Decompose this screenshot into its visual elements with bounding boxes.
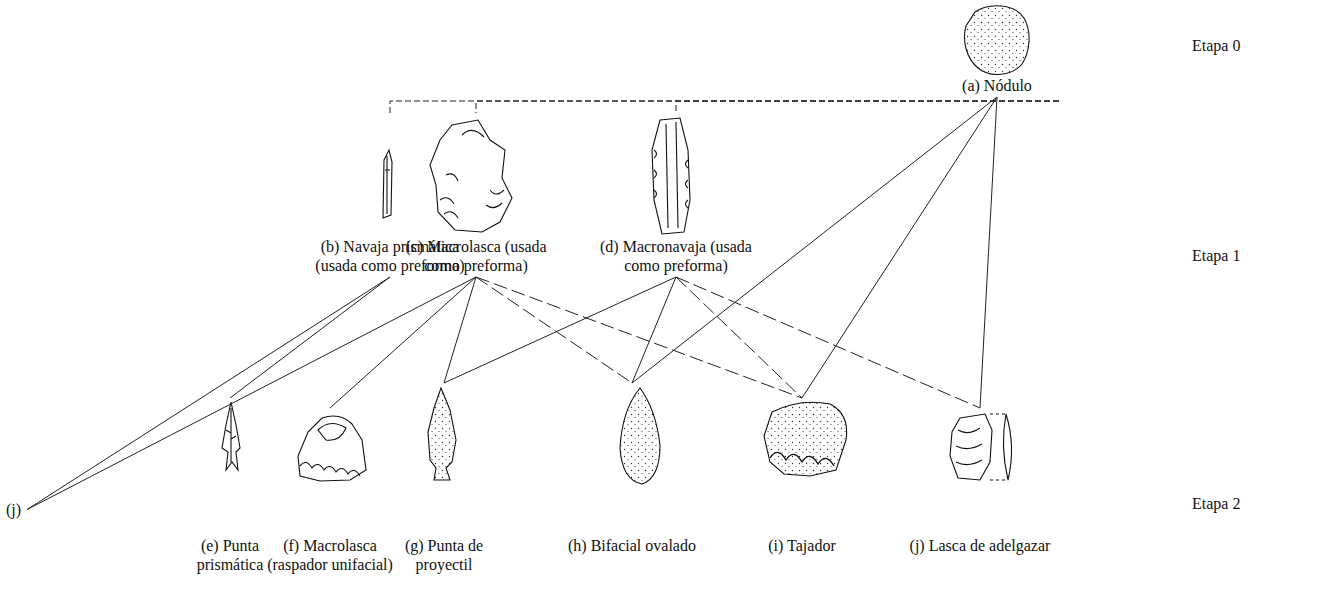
chopper: (i) Tajador [747, 400, 857, 555]
artifact-caption: (g) Punta de proyectil [394, 536, 494, 574]
artifact-caption: (a) Nódulo [937, 76, 1057, 95]
artifact-caption: (j) Lasca de adelgazar [885, 536, 1075, 555]
unifacial-scraper: (f) Macrolasca (raspador unifacial) [255, 410, 405, 574]
branch-line [27, 277, 390, 510]
projectile-point-drawing [428, 388, 456, 480]
branch-line [476, 277, 632, 383]
branch-line [676, 277, 980, 408]
artifact-caption: (j) [6, 500, 21, 519]
artifact-caption: (e) Punta prismática [185, 536, 275, 574]
prismatic-blade-drawing [383, 150, 392, 218]
macroflake-drawing [430, 120, 512, 232]
artifact-caption: (c) Macrolasca (usada como preforma) [391, 237, 561, 275]
prismatic-point: (e) Punta prismática [185, 400, 275, 574]
oval-biface: (h) Bifacial ovalado [542, 385, 722, 555]
nodule-drawing [965, 6, 1030, 75]
artifact-caption: (d) Macronavaja (usada como preforma) [586, 237, 766, 275]
macroblade-drawing [652, 118, 690, 234]
branch-line [802, 97, 997, 398]
stage-2-ref: (j) [6, 500, 21, 519]
branch-line [676, 101, 1059, 113]
branch-line [330, 277, 476, 408]
artifact-caption: (h) Bifacial ovalado [542, 536, 722, 555]
nodule: (a) Nódulo [937, 4, 1057, 95]
scraper-drawing [298, 416, 366, 481]
stage-label: Etapa 1 [1192, 246, 1240, 265]
branch-line [390, 101, 1059, 113]
branch-line [676, 277, 802, 398]
stage-label: Etapa 2 [1192, 494, 1240, 513]
projectile-point: (g) Punta de proyectil [394, 385, 494, 574]
artifact-caption: (i) Tajador [747, 536, 857, 555]
macroblade-preform: (d) Macronavaja (usada como preforma) [586, 115, 766, 275]
branch-line [27, 277, 476, 510]
branch-line [980, 97, 997, 408]
oval-biface-drawing [620, 388, 660, 484]
branch-line [230, 277, 390, 398]
thinning-flake-drawing [950, 414, 1012, 480]
thinning-flake: (j) Lasca de adelgazar [885, 410, 1075, 555]
branch-line [476, 101, 1059, 113]
branch-line [444, 277, 676, 383]
branch-line [444, 277, 476, 383]
chopper-drawing [764, 402, 847, 476]
branch-line [632, 277, 676, 383]
prismatic-point-drawing [222, 402, 240, 470]
macroflake-preform: (c) Macrolasca (usada como preforma) [391, 115, 561, 275]
artifact-caption: (f) Macrolasca (raspador unifacial) [255, 536, 405, 574]
stage-label: Etapa 0 [1192, 36, 1240, 55]
branch-line [476, 277, 802, 398]
